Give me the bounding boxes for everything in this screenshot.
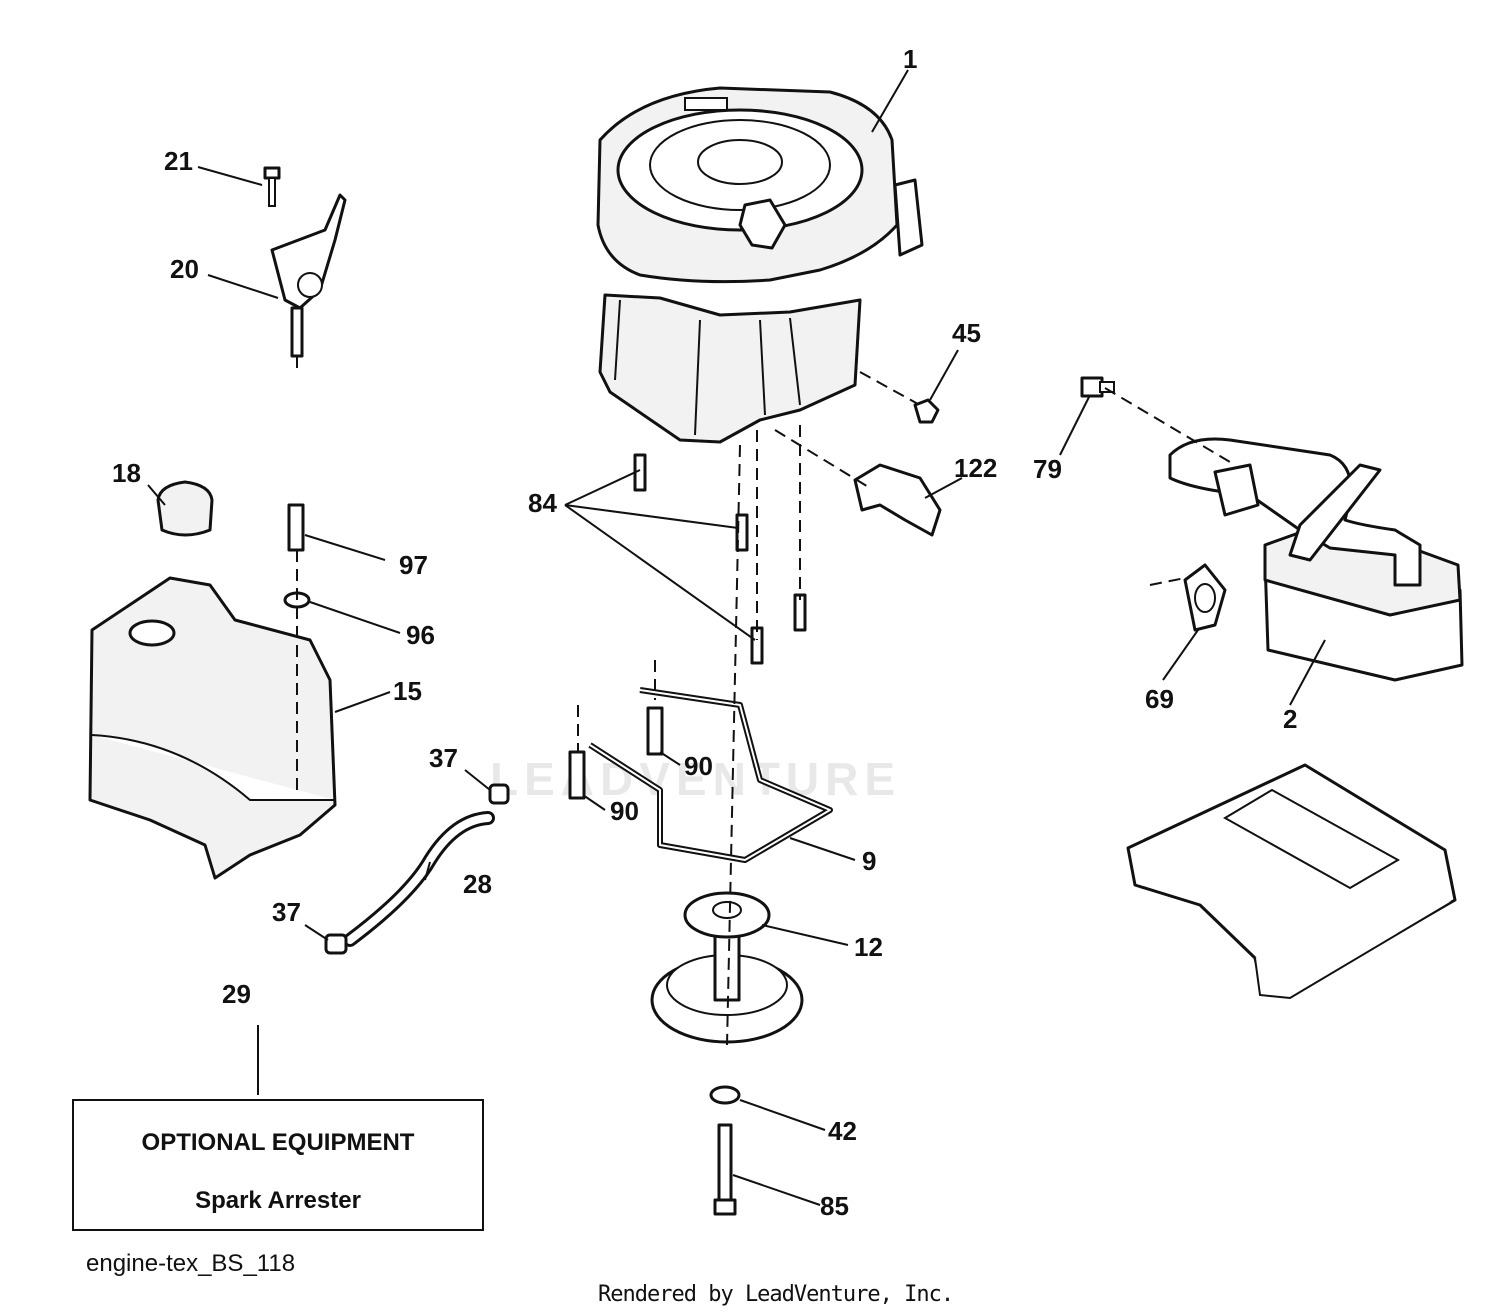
clamp-37b-illustration — [324, 933, 348, 955]
watermark: LEADVENTURE — [490, 753, 901, 805]
part-label-96: 96 — [406, 620, 435, 650]
render-credit: Rendered by LeadVenture, Inc. — [598, 1282, 954, 1307]
throttle-bracket-illustration — [263, 166, 347, 358]
assembly-line-exhaust — [1104, 387, 1231, 463]
bolt-85-illustration — [717, 1123, 733, 1207]
washer-42-illustration — [709, 1085, 741, 1105]
part-label-37-bottom: 37 — [272, 897, 301, 927]
part-label-79: 79 — [1033, 454, 1062, 484]
fuel-tank-illustration — [88, 576, 337, 880]
optional-equipment-item: Spark Arrester — [195, 1187, 361, 1214]
heat-shield-122-illustration — [853, 463, 942, 537]
assembly-line-engine-pulley — [726, 444, 741, 1046]
muffler-illustration — [1168, 437, 1464, 682]
part-label-85: 85 — [820, 1191, 849, 1221]
part-label-90-bottom: 90 — [610, 796, 639, 826]
part-label-28: 28 — [463, 869, 492, 899]
mounting-plate-illustration — [1126, 763, 1457, 1000]
part-label-9: 9 — [862, 846, 876, 876]
part-label-42: 42 — [828, 1116, 857, 1146]
clamp-37a-illustration — [488, 783, 510, 805]
part-label-45: 45 — [952, 318, 981, 348]
fuel-cap-18-illustration — [156, 480, 214, 537]
leader-lines — [147, 69, 1326, 1206]
part-label-12: 12 — [854, 932, 883, 962]
screw-90a-illustration — [646, 706, 664, 756]
assembly-line-gasket — [1149, 577, 1186, 586]
nut-45-illustration — [913, 398, 940, 424]
part-label-84: 84 — [528, 488, 557, 518]
part-label-15: 15 — [393, 676, 422, 706]
part-label-20: 20 — [170, 254, 199, 284]
engine-bolts-84-illustration — [633, 453, 807, 665]
part-label-122: 122 — [954, 453, 997, 483]
optional-equipment-title: OPTIONAL EQUIPMENT — [141, 1129, 415, 1156]
part-label-29: 29 — [222, 979, 251, 1009]
diagram-code: engine-tex_BS_118 — [86, 1250, 296, 1277]
part-label-37-top: 37 — [429, 743, 458, 773]
screw-97-illustration — [287, 503, 305, 552]
part-label-2: 2 — [1283, 704, 1297, 734]
engine-illustration — [596, 86, 924, 444]
part-label-69: 69 — [1145, 684, 1174, 714]
bolt-79-illustration — [1080, 376, 1115, 398]
part-label-21: 21 — [164, 146, 193, 176]
part-label-18: 18 — [112, 458, 141, 488]
part-label-97: 97 — [399, 550, 428, 580]
assembly-line-nut — [859, 371, 919, 405]
part-label-1: 1 — [903, 44, 917, 74]
part-label-90-top: 90 — [684, 751, 713, 781]
optional-equipment-box: OPTIONAL EQUIPMENT Spark Arrester — [72, 1099, 484, 1231]
screw-90b-illustration — [568, 750, 586, 800]
